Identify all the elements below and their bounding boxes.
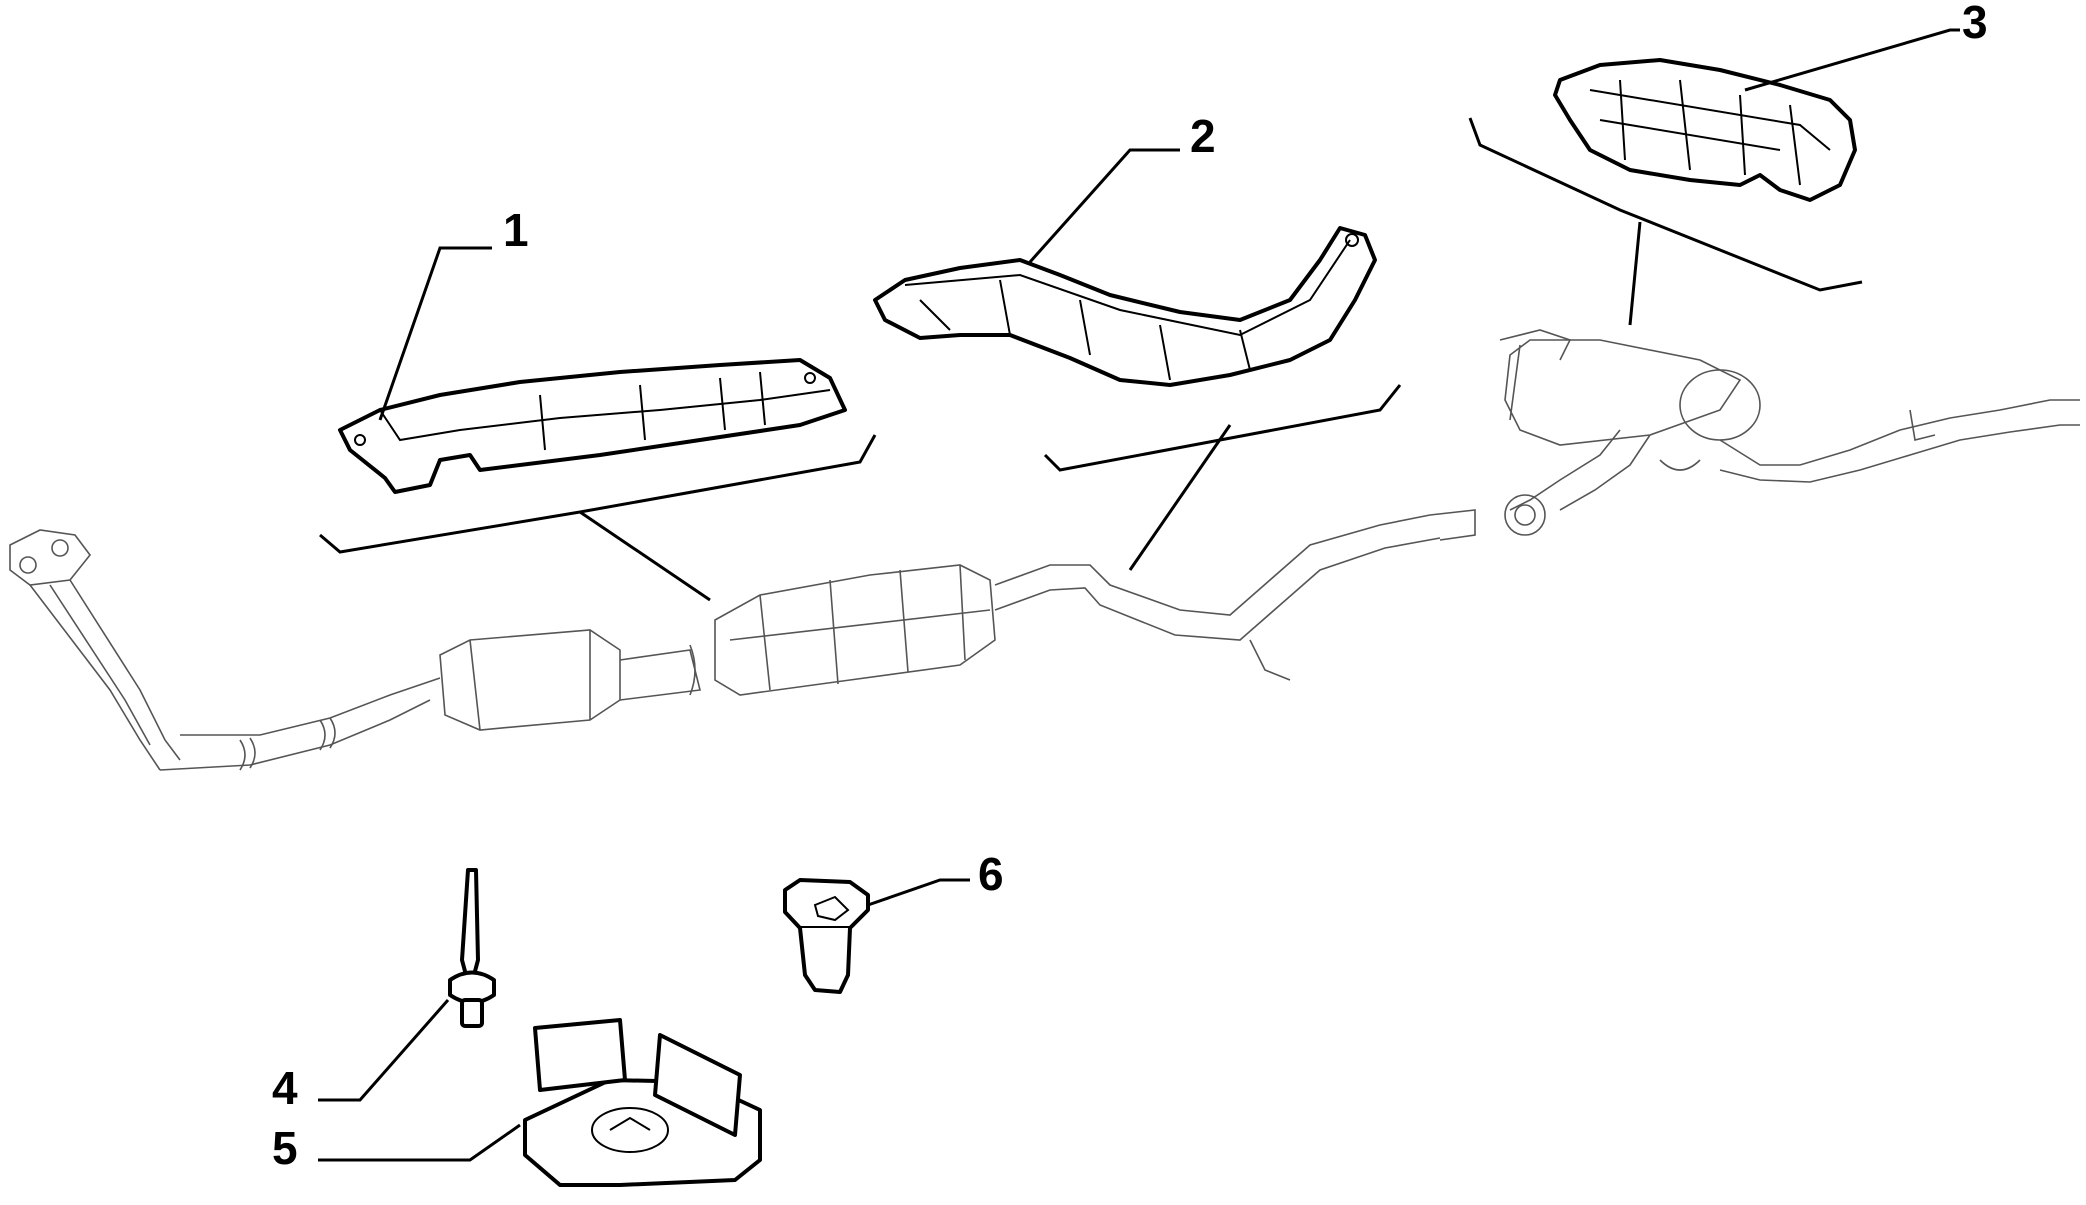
callout-3: 3 bbox=[1962, 0, 1988, 48]
heat-shield-1 bbox=[338, 358, 847, 494]
grommet-6 bbox=[783, 878, 870, 994]
heat-shield-2 bbox=[873, 226, 1377, 387]
callout-labels: 1 2 3 4 5 6 bbox=[272, 0, 1988, 1174]
callout-5: 5 bbox=[272, 1122, 298, 1174]
leader-lines bbox=[318, 28, 1960, 1162]
callout-1: 1 bbox=[503, 204, 529, 256]
heat-shield-3 bbox=[1553, 58, 1857, 202]
callout-4: 4 bbox=[272, 1062, 298, 1114]
exhaust-system bbox=[9, 329, 2080, 771]
callout-2: 2 bbox=[1190, 110, 1216, 162]
clip-5 bbox=[523, 1018, 762, 1187]
callout-6: 6 bbox=[978, 848, 1004, 900]
pin-4 bbox=[448, 868, 496, 1028]
